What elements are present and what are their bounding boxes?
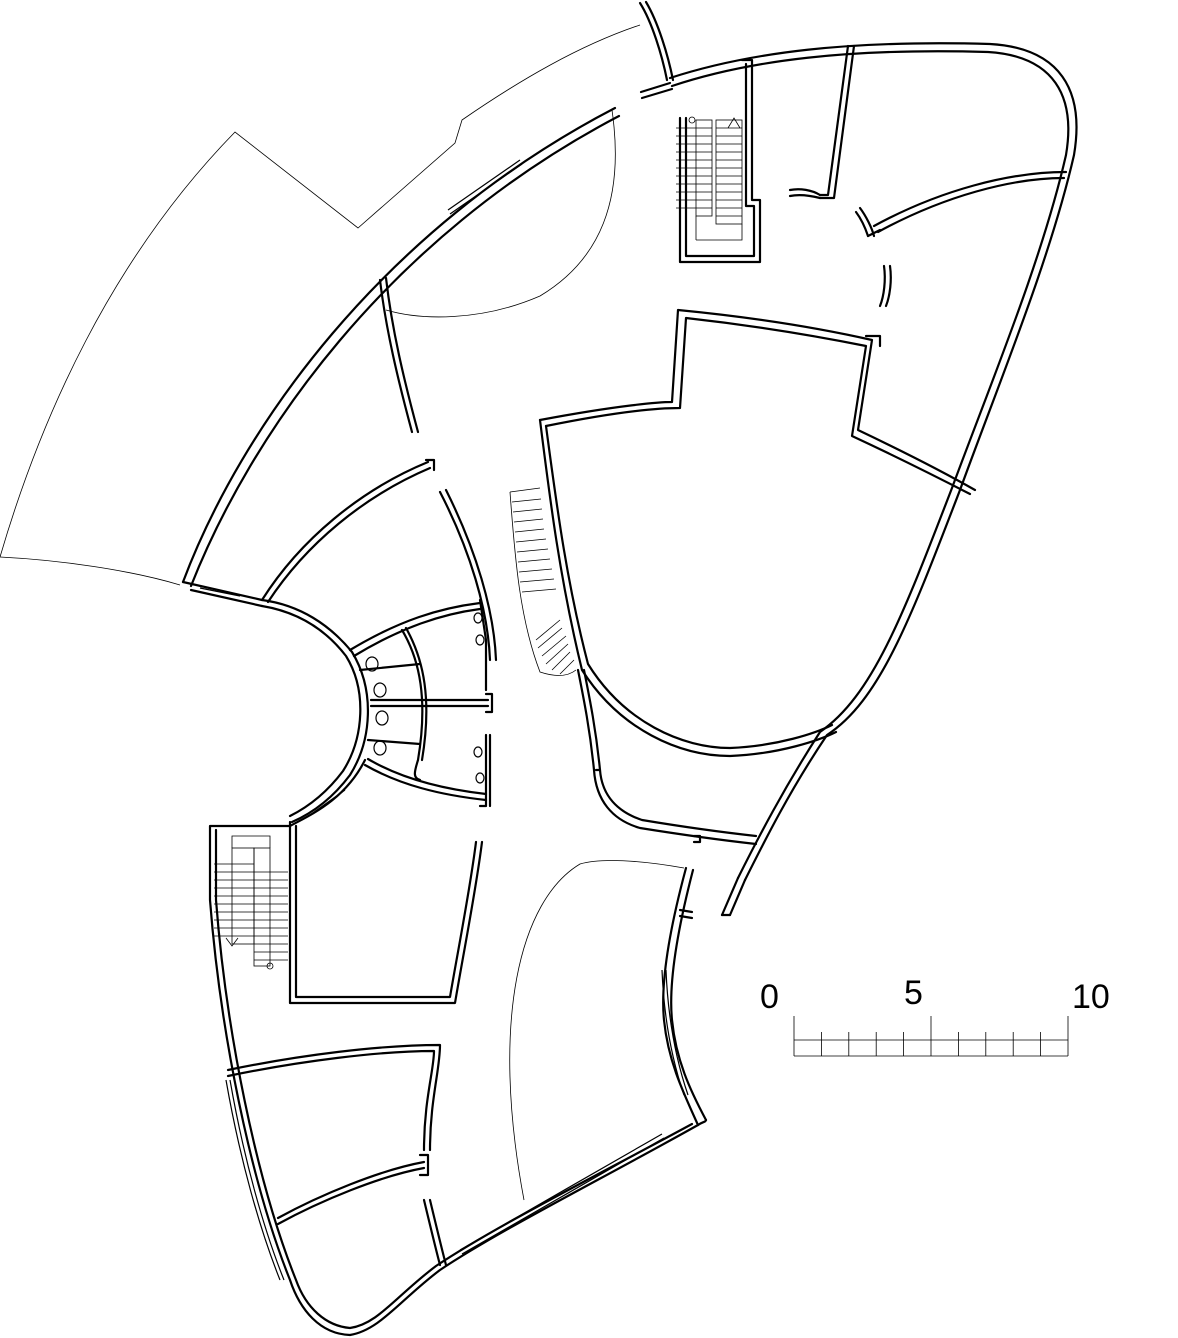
- toilet-fixtures: [365, 612, 485, 784]
- scale-ticks: [793, 1016, 1069, 1057]
- west-partitions: [260, 109, 616, 662]
- northeast-rooms: [676, 44, 1068, 308]
- scale-label-5: 5: [904, 974, 923, 1012]
- auditorium: [509, 308, 977, 846]
- scale-label-10: 10: [1072, 978, 1110, 1016]
- restroom-core: [181, 580, 494, 824]
- site-boundary: [0, 24, 641, 586]
- stair-north: [676, 116, 743, 241]
- stair-southwest: [214, 835, 288, 970]
- exterior-wall: [181, 0, 1078, 1337]
- exterior-stair: [509, 487, 577, 676]
- scale-label-0: 0: [760, 978, 779, 1016]
- south-hall: [509, 860, 694, 1201]
- southwest-rooms: [226, 820, 484, 1267]
- scale-bar: 0 5 10: [760, 974, 1110, 1057]
